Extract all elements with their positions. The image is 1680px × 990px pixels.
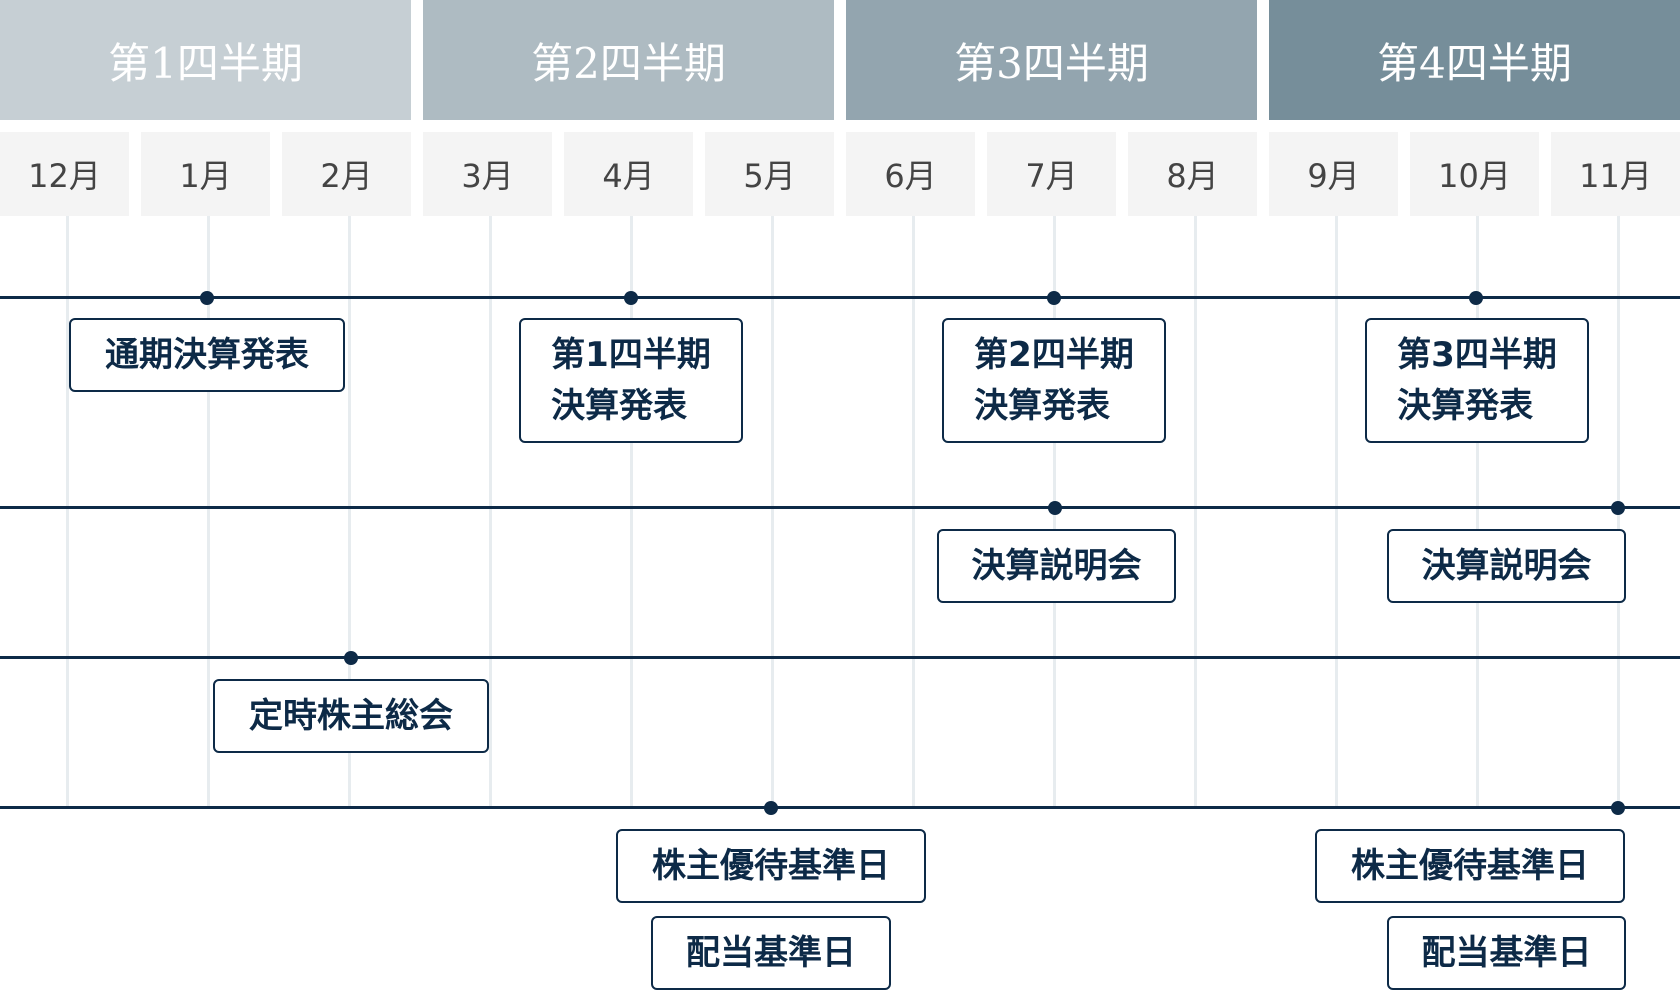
month-header-dec: 12月 xyxy=(0,132,129,216)
event-briefing-1: 決算説明会 xyxy=(937,529,1176,603)
month-gridline xyxy=(1476,216,1479,808)
event-q3-earnings: 第3四半期 決算発表 xyxy=(1365,318,1589,443)
quarter-header-4: 第4四半期 xyxy=(1269,0,1680,120)
earnings-track-line xyxy=(0,296,1680,299)
month-header-jan: 1月 xyxy=(141,132,270,216)
event-agm: 定時株主総会 xyxy=(213,679,489,753)
month-header-feb: 2月 xyxy=(282,132,411,216)
month-gridline xyxy=(630,216,633,808)
event-q2-earnings: 第2四半期 決算発表 xyxy=(942,318,1166,443)
month-gridline xyxy=(771,216,774,808)
event-dividend-record-date-1: 配当基準日 xyxy=(651,916,891,990)
month-gridline xyxy=(207,216,210,808)
agm-dot xyxy=(344,651,358,665)
record-date-track-line xyxy=(0,806,1680,809)
event-benefit-record-date-2: 株主優待基準日 xyxy=(1315,829,1625,903)
record-date-1-dot xyxy=(764,801,778,815)
quarter-header-2: 第2四半期 xyxy=(423,0,834,120)
month-gridline xyxy=(1335,216,1338,808)
event-annual-earnings: 通期決算発表 xyxy=(69,318,345,392)
briefing-1-dot xyxy=(1048,501,1062,515)
quarter-header-3: 第3四半期 xyxy=(846,0,1257,120)
agm-track-line xyxy=(0,656,1680,659)
earnings-q1-dot xyxy=(624,291,638,305)
month-header-apr: 4月 xyxy=(564,132,693,216)
month-header-aug: 8月 xyxy=(1128,132,1257,216)
month-gridline xyxy=(489,216,492,808)
event-briefing-2: 決算説明会 xyxy=(1387,529,1626,603)
quarter-header-1: 第1四半期 xyxy=(0,0,411,120)
month-header-jun: 6月 xyxy=(846,132,975,216)
month-header-sep: 9月 xyxy=(1269,132,1398,216)
month-header-oct: 10月 xyxy=(1410,132,1539,216)
month-header-jul: 7月 xyxy=(987,132,1116,216)
event-q1-earnings: 第1四半期 決算発表 xyxy=(519,318,743,443)
month-gridline xyxy=(348,216,351,808)
briefing-track-line xyxy=(0,506,1680,509)
event-benefit-record-date-1: 株主優待基準日 xyxy=(616,829,926,903)
record-date-2-dot xyxy=(1611,801,1625,815)
earnings-annual-dot xyxy=(200,291,214,305)
month-header-may: 5月 xyxy=(705,132,834,216)
month-header-nov: 11月 xyxy=(1551,132,1680,216)
earnings-q3-dot xyxy=(1469,291,1483,305)
month-gridline xyxy=(1194,216,1197,808)
earnings-q2-dot xyxy=(1047,291,1061,305)
event-dividend-record-date-2: 配当基準日 xyxy=(1387,916,1626,990)
month-gridline xyxy=(66,216,69,808)
briefing-2-dot xyxy=(1611,501,1625,515)
month-gridline xyxy=(912,216,915,808)
month-header-mar: 3月 xyxy=(423,132,552,216)
